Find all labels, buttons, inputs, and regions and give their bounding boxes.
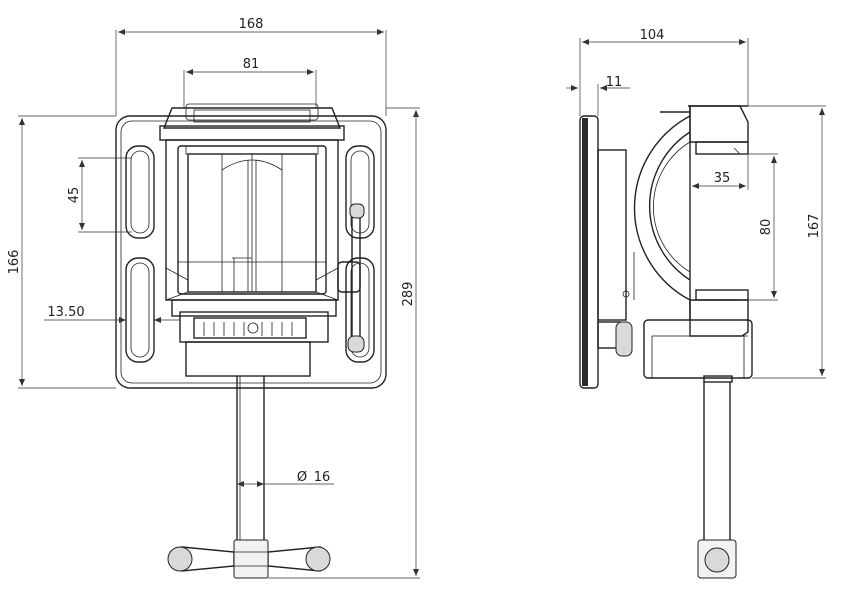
dim-side-depth: 104 [640,28,665,43]
front-bottom-jaw [171,299,337,377]
dim-front-width: 168 [239,17,264,32]
dim-inner-depth: 35 [714,171,731,186]
swivel-arc [622,105,748,320]
dim-rod-diameter: 16 [314,470,331,485]
side-lead-screw [697,382,737,579]
diameter-symbol: Ø [297,470,307,485]
dim-jaw-width: 81 [243,57,260,72]
dimension-lines [18,29,826,579]
front-lead-screw [167,376,331,579]
dim-slot-offset: 13.50 [47,305,84,320]
side-handle [337,203,365,353]
side-upper-jaw [689,105,749,155]
dim-side-height: 167 [807,214,822,239]
side-lower-jaw [643,289,753,383]
dim-slot-length: 45 [67,187,82,204]
front-top-jaw [159,103,345,141]
dim-jaw-opening: 80 [759,219,774,236]
mounting-slots [125,145,375,363]
dim-overall-height: 289 [401,282,416,307]
front-base-plate [115,115,387,389]
front-vise-body [165,139,339,301]
side-view [579,105,753,579]
dim-height: 166 [7,250,22,275]
dim-plate-thickness: 11 [606,75,623,90]
dimension-labels: 168 81 45 166 13.50 289 Ø 16 104 11 35 8… [7,17,822,485]
front-view [115,103,387,579]
